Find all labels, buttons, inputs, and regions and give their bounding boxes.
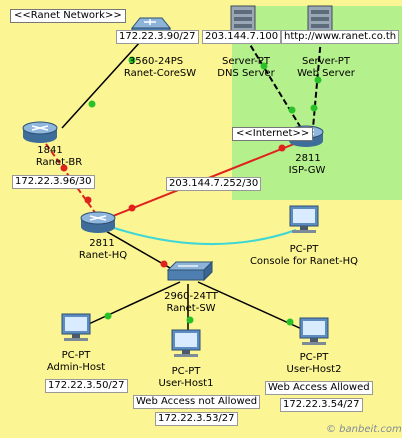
port-light <box>278 144 286 152</box>
internet-label: <<Internet>> <box>232 127 314 141</box>
ranet-network-label: <<Ranet Network>> <box>10 9 126 23</box>
link-br-coresw <box>61 41 141 129</box>
port-light <box>60 164 68 172</box>
dns-model-label: Server-PT <box>222 56 270 67</box>
console-name-label: Console for Ranet-HQ <box>249 256 359 267</box>
br-name-label: Ranet-BR <box>35 157 83 168</box>
user2-name-label: User-Host2 <box>286 364 342 375</box>
admin-ip-label: 172.22.3.50/27 <box>45 379 128 393</box>
user-host1-pc-icon[interactable] <box>171 329 201 357</box>
port-light <box>260 62 268 70</box>
port-light <box>288 106 296 114</box>
admin-model-label: PC-PT <box>61 350 91 361</box>
sw-name-label: Ranet-SW <box>166 303 216 314</box>
coresw-name-label: Ranet-CoreSW <box>123 68 197 79</box>
port-lights <box>60 56 322 326</box>
watermark: © banbeit.com <box>326 424 402 435</box>
web-model-label: Server-PT <box>302 56 350 67</box>
port-light <box>160 260 168 268</box>
port-light <box>128 204 136 212</box>
port-light <box>314 76 322 84</box>
port-light <box>84 196 92 204</box>
console-model-label: PC-PT <box>289 244 319 255</box>
admin-host-pc-icon[interactable] <box>61 313 91 341</box>
web-name-label: Web Server <box>297 68 355 79</box>
link-sw-user2 <box>197 281 305 331</box>
hq-model-label: 2811 <box>89 238 115 249</box>
port-light <box>104 312 112 320</box>
admin-name-label: Admin-Host <box>46 362 106 373</box>
br-ip-label: 172.22.3.96/30 <box>12 175 95 189</box>
user2-ip-label: 172.22.3.54/27 <box>280 398 363 412</box>
user1-policy-label: Web Access not Allowed <box>133 395 261 409</box>
link-br-hq <box>45 143 97 215</box>
user1-ip-label: 172.22.3.53/27 <box>155 412 238 426</box>
port-light <box>286 318 294 326</box>
port-light <box>128 56 136 64</box>
coresw-ip-label: 172.22.3.90/27 <box>116 30 199 44</box>
port-light <box>88 100 96 108</box>
router-br-icon[interactable] <box>22 121 58 143</box>
dns-ip-label: 203.144.7.100 <box>202 30 282 44</box>
user1-name-label: User-Host1 <box>158 378 214 389</box>
hq-name-label: Ranet-HQ <box>78 250 128 261</box>
router-hq-icon[interactable] <box>80 211 116 233</box>
user1-model-label: PC-PT <box>171 366 201 377</box>
sw-model-label: 2960-24TT <box>164 291 218 302</box>
user-host2-pc-icon[interactable] <box>299 317 329 345</box>
switch-icon[interactable] <box>166 260 214 282</box>
user2-model-label: PC-PT <box>299 352 329 363</box>
web-url-label: http://www.ranet.co.th <box>281 30 400 44</box>
link-sw-admin <box>79 281 181 329</box>
ispgw-model-label: 2811 <box>295 153 321 164</box>
dns-name-label: DNS Server <box>217 68 275 79</box>
ispgw-name-label: ISP-GW <box>288 165 326 176</box>
wan-ip-label: 203.144.7.252/30 <box>166 177 262 191</box>
coresw-model-label: 3560-24PS <box>128 56 184 67</box>
port-light <box>186 316 194 324</box>
user2-policy-label: Web Access Allowed <box>265 381 373 395</box>
br-model-label: 1841 <box>37 145 63 156</box>
port-light <box>310 104 318 112</box>
link-console <box>107 225 297 245</box>
console-pc-icon[interactable] <box>289 205 319 233</box>
